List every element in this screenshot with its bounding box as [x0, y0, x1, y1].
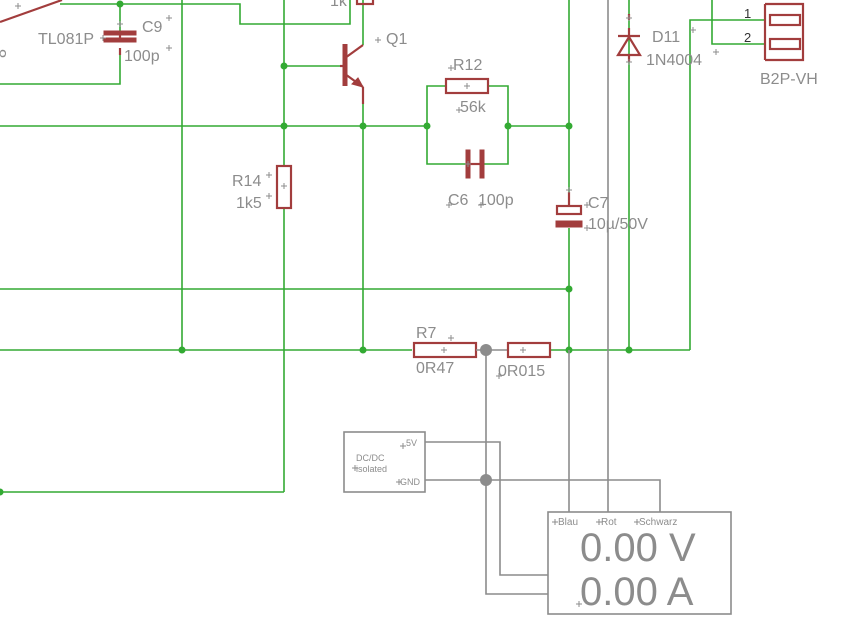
- d11-value: 1N4004: [646, 52, 702, 69]
- c7-value: 10µ/50V: [588, 216, 648, 233]
- dcdc-line2: isolated: [356, 464, 387, 474]
- c9-value: 100p: [124, 48, 160, 65]
- dcdc-pin-5v: 5V: [406, 438, 417, 448]
- meter-pin-rot: Rot: [601, 517, 617, 528]
- resistor-1k-partial: 1k: [330, 0, 375, 10]
- junctions: [0, 0, 633, 496]
- r-1k-value: 1k: [330, 0, 348, 10]
- shunt-value: 0R015: [498, 363, 545, 380]
- capacitor-c7: C7 10µ/50V: [555, 192, 648, 233]
- capacitor-c9: C9 100p: [103, 19, 163, 65]
- d11-name: D11: [652, 29, 680, 46]
- transistor-q1: Q1: [340, 31, 407, 104]
- dcdc-pin-gnd: GND: [400, 477, 421, 487]
- origin-marks: [15, 3, 719, 607]
- r7-value: 0R47: [416, 360, 454, 377]
- opamp-name: TL081P: [38, 31, 94, 48]
- capacitor-c6: C6 100p: [448, 149, 514, 209]
- connector-b2p-vh: 1 2 B2P-VH: [744, 2, 818, 88]
- panel-meter: Blau Rot Schwarz 0.00 V 0.00 A: [547, 511, 732, 615]
- c7-name: C7: [588, 195, 609, 212]
- diode-d11: D11 1N4004: [616, 14, 702, 69]
- opamp-pin-label: 8: [0, 49, 10, 58]
- meter-pin-schwarz: Schwarz: [639, 517, 677, 528]
- resistor-r12: R12 56k: [444, 57, 490, 116]
- connector-pin2: 2: [744, 30, 751, 45]
- meter-current-reading: 0.00 A: [580, 570, 694, 614]
- meter-voltage-reading: 0.00 V: [580, 526, 696, 570]
- c9-name: C9: [142, 19, 163, 36]
- c6-value: 100p: [478, 192, 514, 209]
- resistor-r7: R7 0R47: [412, 325, 478, 377]
- r14-value: 1k5: [236, 195, 262, 212]
- resistor-r14: R14 1k5: [232, 164, 293, 212]
- meter-pin-blau: Blau: [558, 517, 578, 528]
- wires: [0, 0, 765, 493]
- resistor-shunt: 0R015: [498, 341, 552, 380]
- r12-value: 56k: [460, 99, 487, 116]
- grey-wires: [425, 0, 661, 595]
- r12-name: R12: [453, 57, 482, 74]
- r14-name: R14: [232, 173, 261, 190]
- connector-name: B2P-VH: [760, 71, 818, 88]
- connector-pin1: 1: [744, 6, 751, 21]
- dcdc-line1: DC/DC: [356, 453, 385, 463]
- opamp-tl081p: 8 TL081P: [0, 0, 94, 58]
- dcdc-module: DC/DC isolated 5V GND: [343, 431, 426, 493]
- q1-name: Q1: [386, 31, 407, 48]
- c6-name: C6: [448, 192, 469, 209]
- gnd-junction: [480, 474, 492, 486]
- r7-name: R7: [416, 325, 437, 342]
